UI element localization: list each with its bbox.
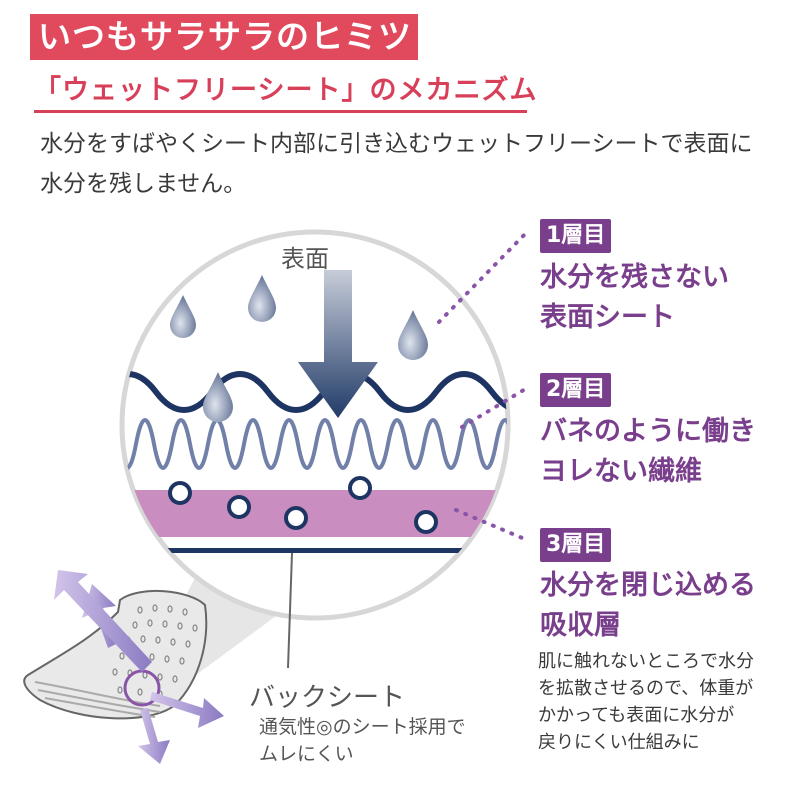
layer-1-description: 水分を残さない 表面シート: [540, 258, 729, 338]
layer-3-note: 肌に触れないところで水分 を拡散させるので、体重が かかっても表面に水分が 戻り…: [538, 648, 754, 756]
absorb-beads: [168, 476, 438, 534]
airflow-arrows: [54, 570, 224, 764]
magnified-circle: [119, 229, 511, 621]
surface-label: 表面: [281, 245, 329, 273]
layer-3-badge: 3層目: [540, 528, 612, 562]
layer-3-line-1: 水分を閉じ込める: [540, 570, 756, 601]
layer-1-line-1: 水分を残さない: [540, 262, 729, 293]
layer-2-description: バネのように働き ヨレない繊維: [540, 412, 756, 492]
layer-3-note-line-2: を拡散させるので、体重が: [538, 678, 754, 699]
back-sheet-leader: [287, 552, 293, 669]
layer-2-line-2: ヨレない繊維: [540, 456, 702, 487]
back-sheet-line: [123, 548, 507, 553]
intro-line-1: 水分をすばやくシート内部に引き込むウェットフリーシートで表面に: [40, 131, 753, 157]
subtitle-underline: [34, 110, 527, 113]
fiber-spring-layer: [123, 418, 507, 470]
layer-3-note-line-1: 肌に触れないところで水分: [538, 651, 754, 672]
back-sheet-title: バックシート: [249, 683, 406, 713]
back-sheet-line-1: 通気性◎のシート採用で: [259, 716, 466, 738]
section-subtitle: 「ウェットフリーシート」のメカニズム: [34, 75, 538, 106]
water-drops: [170, 275, 428, 422]
back-sheet-line-2: ムレにくい: [259, 743, 354, 765]
back-sheet-description: 通気性◎のシート採用で ムレにくい: [259, 714, 466, 768]
intro-text: 水分をすばやくシート内部に引き込むウェットフリーシートで表面に 水分を残しません…: [40, 124, 780, 204]
layer-2-line-1: バネのように働き: [540, 416, 756, 447]
layer-leaders: [437, 230, 529, 542]
page-title: いつもサラサラのヒミツ: [30, 14, 418, 60]
absorption-arrow: [298, 270, 378, 418]
layer-3-note-line-4: 戻りにくい仕組みに: [538, 732, 700, 753]
pad-illustration: [23, 589, 208, 720]
layer-1-line-2: 表面シート: [540, 302, 675, 333]
absorb-layer-band: [123, 490, 507, 537]
layer-2-badge: 2層目: [540, 373, 612, 407]
intro-line-2: 水分を残しません。: [40, 171, 247, 197]
layer-1-badge: 1層目: [540, 219, 612, 253]
layer-3-description: 水分を閉じ込める 吸収層: [540, 566, 756, 646]
layer-3-note-line-3: かかっても表面に水分が: [538, 705, 735, 726]
layer-3-line-2: 吸収層: [540, 610, 621, 641]
